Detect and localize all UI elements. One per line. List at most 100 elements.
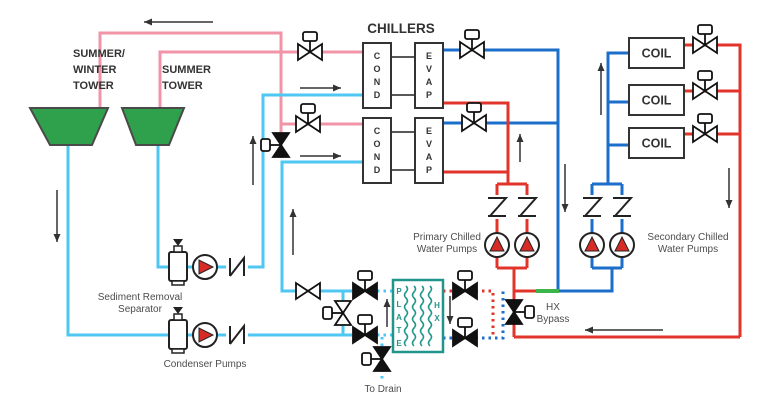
hx-plate-squiggle (403, 285, 409, 347)
chiller2-condenser-label: O (373, 139, 380, 149)
hx-blue-valve (452, 328, 467, 348)
sediment-separator-1-cap (173, 239, 183, 246)
coil2-control-valve (703, 81, 718, 101)
primary-chw-pump-2-impeller (519, 235, 535, 252)
chiller2-evap-valve (461, 113, 476, 133)
flow-arrow-cond2-in-head (333, 152, 341, 160)
chiller1-condenser-label: D (374, 90, 381, 100)
chiller2-condenser-valve-actuator (300, 103, 316, 114)
coil-3 (628, 127, 685, 159)
pipe-chw-return-evap1 (442, 101, 510, 184)
secondary-chw-pump-2-impeller (614, 235, 630, 252)
chiller2-evaporator (414, 117, 444, 184)
sediment-separator-2-neck (173, 313, 183, 321)
hx-left-label: E (396, 339, 402, 348)
coil1-control-valve (692, 35, 707, 55)
primary-chw-pump-1-impeller (489, 235, 505, 252)
chillers-label: CHILLERS (367, 21, 435, 36)
coil-2-label: COIL (642, 94, 672, 108)
tower-bypass-valve (271, 132, 291, 147)
chiller2-evaporator-label: P (426, 165, 432, 175)
summer-winter-tower-label-1: SUMMER/ (73, 48, 125, 60)
chiller2-evaporator-label: V (426, 139, 432, 149)
pipe-secondary-suction (558, 268, 614, 293)
drain-valve (372, 346, 392, 361)
hx-left-label: P (396, 287, 402, 296)
coil3-control-valve (692, 124, 707, 144)
sediment-separator-2-foot (171, 348, 185, 354)
flow-arrow-hx-right-down-head (446, 316, 454, 324)
hx-blue-valve (463, 328, 478, 348)
flow-arrow-top-left-head (144, 18, 152, 26)
chiller2-condenser-valve (295, 114, 310, 134)
secondary-pump-check-1 (583, 197, 604, 217)
condenser-check-valve-2 (229, 323, 245, 345)
chiller1-evaporator-label: E (426, 51, 432, 61)
coil-1 (628, 37, 685, 69)
hx-red-valve (463, 281, 478, 301)
coil2-control-valve (692, 81, 707, 101)
to-drain-label: To Drain (364, 384, 401, 395)
flow-arrow-riser2-up-head (289, 209, 297, 217)
hx-blue-valve-actuator (457, 317, 473, 328)
condenser-pump-1-impeller (198, 259, 215, 275)
chiller1-evap-valve-actuator (464, 29, 480, 40)
pipe-coil-supply-header (606, 51, 629, 184)
hx-bypass-valve (504, 310, 524, 325)
chiller2-condenser-label: C (374, 126, 381, 136)
primary-pump-check-2 (518, 197, 539, 217)
chiller1-evap-valve (470, 40, 485, 60)
coil3-control-valve (703, 124, 718, 144)
flow-arrow-tower1-down-head (53, 234, 61, 242)
pipe-condenser-supply-to-tower1 (98, 31, 283, 109)
hx-crossover-valve (333, 300, 353, 315)
coil1-control-valve (703, 35, 718, 55)
hx-bypass-valve-actuator (524, 305, 535, 319)
sediment-separator-2-cap (173, 307, 183, 314)
tower-bypass-valve (271, 143, 291, 158)
sediment-separator-1-foot (171, 280, 185, 286)
chiller2-evap-valve (472, 113, 487, 133)
summer-winter-tower-label-2: WINTER (73, 64, 116, 76)
flow-arrow-coil-header-up-head (597, 63, 605, 71)
flow-arrow-cond1-in-head (333, 84, 341, 92)
chiller1-condenser-valve-actuator (302, 31, 318, 42)
chiller1-condenser-valve (297, 42, 312, 62)
hx-cyan-inlet-valve (363, 281, 378, 301)
flow-arrow-primary-up-head (516, 134, 524, 142)
hx-bypass-label-2: Bypass (537, 314, 570, 325)
hx-cyan-inlet-valve-actuator (357, 270, 373, 281)
condenser-pump-2-impeller (198, 327, 215, 343)
drain-valve (372, 357, 392, 372)
condenser-pumps-label: Condenser Pumps (164, 359, 247, 370)
chiller1-condenser (362, 42, 392, 109)
chiller1-evaporator-label: A (426, 77, 433, 87)
hx-left-label: A (396, 313, 402, 322)
chiller1-evaporator-label: V (426, 64, 432, 74)
chiller2-evaporator-label: E (426, 126, 432, 136)
chiller1-condenser-label: C (374, 51, 381, 61)
chiller2-condenser-valve (306, 114, 321, 134)
flow-arrow-chw-down-head (561, 204, 569, 212)
secondary-chw-pump-1-impeller (584, 235, 600, 252)
summer-tower (120, 107, 186, 146)
hx-bypass-label-1: HX (546, 302, 560, 313)
flow-arrow-riser1-up-head (249, 136, 257, 144)
hx-left-label: L (397, 300, 402, 309)
tower-bypass-valve-actuator (260, 138, 271, 152)
chiller2-condenser (362, 117, 392, 184)
coil1-control-valve-actuator (697, 24, 713, 35)
chiller1-condenser-label: N (374, 77, 381, 87)
chiller1-evaporator (414, 42, 444, 109)
chiller1-evap-valve (459, 40, 474, 60)
summer-winter-tower (28, 107, 110, 146)
coil-1-label: COIL (642, 47, 672, 61)
flow-arrow-bottom-left-head (585, 326, 593, 334)
chiller2-condenser-label: D (374, 165, 381, 175)
summer-tower-label-1: SUMMER (162, 64, 211, 76)
drain-valve-actuator (361, 352, 372, 366)
hx-red-valve-actuator (457, 270, 473, 281)
secondary-chw-pumps-label-2: Water Pumps (658, 244, 718, 255)
